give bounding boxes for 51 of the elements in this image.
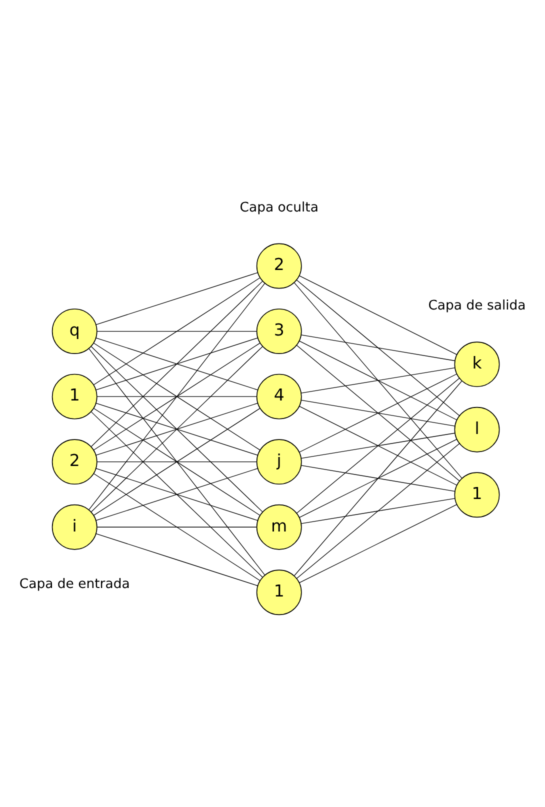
connector (96, 461, 258, 462)
connector (96, 330, 258, 332)
connector (294, 380, 462, 576)
connector (91, 411, 263, 577)
connector (88, 348, 266, 575)
connector (299, 406, 458, 485)
label: Capa de entrada (19, 576, 130, 592)
node-circle: m (256, 504, 302, 550)
label: Capa oculta (240, 200, 318, 215)
connector (296, 377, 460, 514)
node-circle: i (52, 504, 98, 550)
node-circle: 1 (52, 373, 98, 419)
connector (296, 279, 460, 416)
connector (300, 498, 456, 524)
connector (93, 472, 260, 580)
node-circle: 3 (256, 308, 302, 354)
connector (91, 346, 263, 512)
node-circle: 1 (454, 472, 500, 518)
connector (93, 408, 260, 516)
label: Capa de salida (428, 298, 526, 314)
node-circle: 2 (52, 438, 98, 484)
connector (296, 442, 460, 578)
connector (300, 432, 456, 458)
connector (299, 438, 458, 518)
connector (294, 282, 462, 478)
connector (299, 373, 458, 452)
node-circle: q (52, 308, 98, 354)
node-circle: 2 (256, 242, 302, 288)
connector (96, 337, 258, 390)
node-circle: 1 (256, 569, 302, 615)
connector (88, 282, 266, 510)
connector (300, 367, 456, 393)
node-circle: j (256, 438, 302, 484)
connector (96, 468, 258, 520)
connector (300, 464, 456, 492)
connector (300, 399, 456, 426)
connector (299, 274, 458, 354)
connector (300, 334, 456, 361)
connector (96, 526, 258, 527)
connector (299, 340, 458, 420)
node-circle: k (454, 341, 500, 387)
connector (91, 280, 263, 446)
connector (96, 272, 258, 324)
node-circle: l (454, 406, 500, 452)
connector (296, 344, 460, 481)
connector (96, 532, 258, 586)
connector (93, 342, 260, 450)
connector (299, 504, 458, 582)
connector (93, 277, 260, 385)
connector (96, 402, 258, 456)
node-circle: 4 (256, 373, 302, 419)
